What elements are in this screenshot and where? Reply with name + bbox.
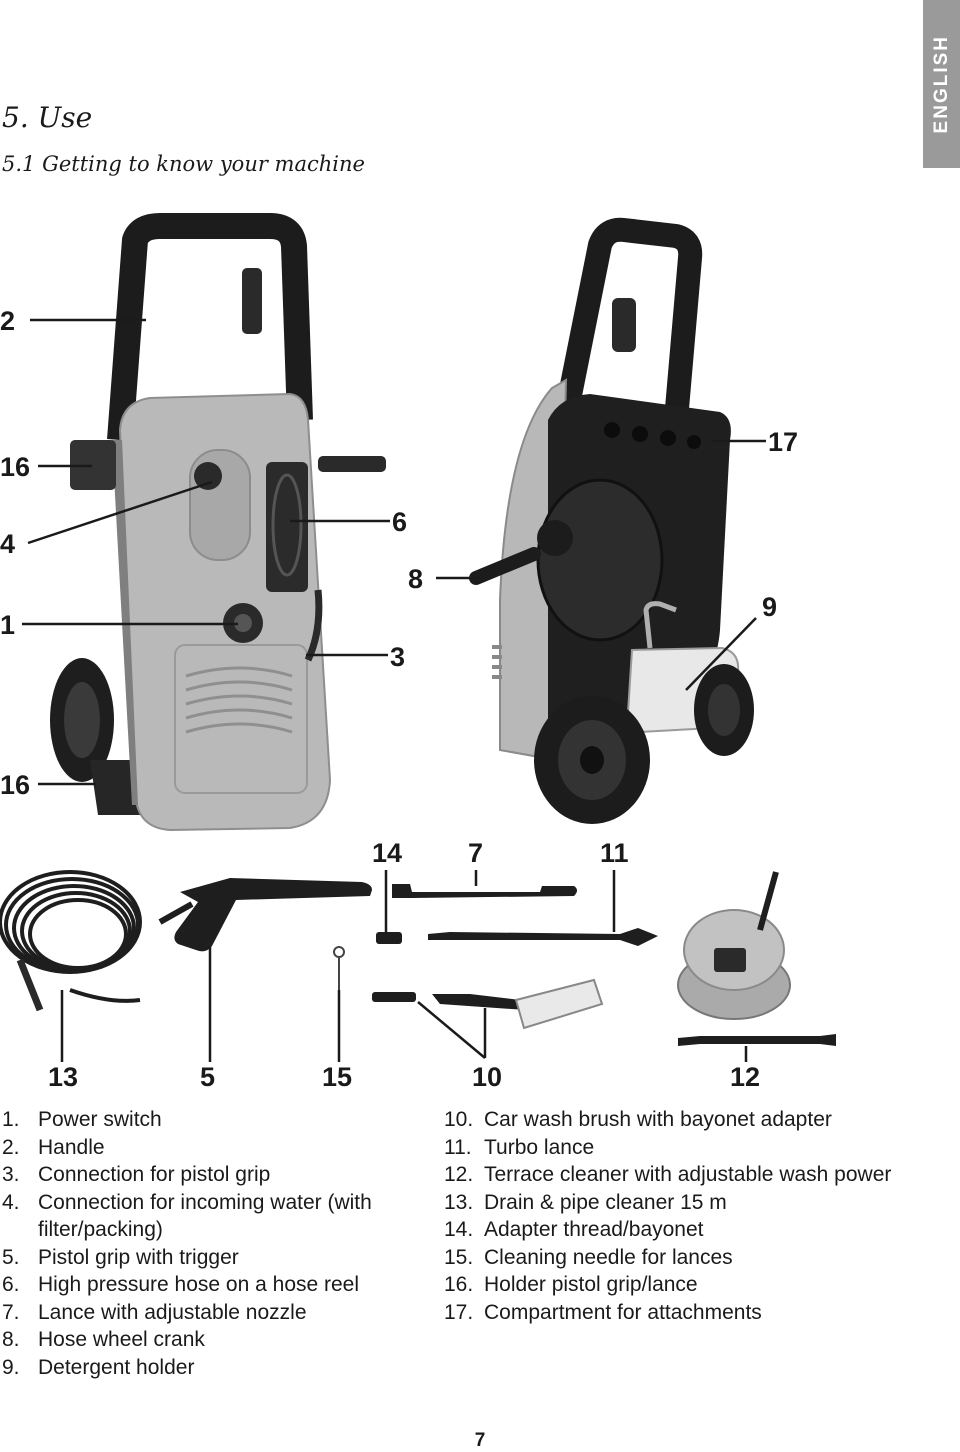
callout-7: 7 (468, 838, 483, 868)
legend-item: 1. Power switch (2, 1106, 412, 1134)
legend-number: 4. (2, 1190, 20, 1214)
legend-number: 13. (444, 1190, 474, 1214)
legend-number: 9. (2, 1355, 20, 1379)
legend-number: 15. (444, 1245, 474, 1269)
page-number: 7 (474, 1430, 486, 1451)
legend-item: 5. Pistol grip with trigger (2, 1244, 412, 1272)
legend-number: 12. (444, 1163, 474, 1186)
callout-11: 11 (600, 838, 629, 868)
legend-text: Lance with adjustable nozzle (38, 1300, 307, 1324)
language-tab: ENGLISH (923, 0, 960, 168)
legend-text: Hose wheel crank (38, 1328, 205, 1351)
callout-3: 3 (390, 642, 405, 672)
legend-text: Detergent holder (38, 1355, 195, 1379)
section-title: 5. Use (2, 101, 93, 134)
callout-9: 9 (762, 592, 777, 622)
legend-number: 2. (2, 1135, 20, 1159)
legend-text: Terrace cleaner with adjustable wash pow… (484, 1163, 892, 1186)
legend-text: Pistol grip with trigger (38, 1245, 239, 1269)
legend-text: Drain & pipe cleaner 15 m (484, 1190, 727, 1214)
legend-item: 9. Detergent holder (2, 1354, 412, 1382)
legend-text: Connection for pistol grip (38, 1163, 271, 1186)
callout-10: 10 (472, 1062, 502, 1092)
parts-legend-right: 10. Car wash brush with bayonet adapter 1… (444, 1106, 914, 1326)
callout-15: 15 (322, 1062, 352, 1092)
legend-number: 8. (2, 1328, 20, 1351)
callout-16-top: 16 (0, 452, 30, 482)
legend-text: Cleaning needle for lances (484, 1245, 733, 1269)
legend-number: 10. (444, 1108, 474, 1131)
legend-number: 5. (2, 1245, 20, 1269)
front-machine-illustration (50, 213, 386, 832)
legend-item: 10. Car wash brush with bayonet adapter (444, 1106, 914, 1134)
legend-number: 6. (2, 1273, 20, 1296)
legend-item: 3. Connection for pistol grip (2, 1161, 412, 1189)
callout-6: 6 (392, 507, 407, 537)
callout-17: 17 (768, 427, 798, 457)
legend-item: 15. Cleaning needle for lances (444, 1244, 914, 1272)
legend-item: 2. Handle (2, 1134, 412, 1162)
callout-1: 1 (0, 610, 15, 640)
legend-item: 4. Connection for incoming water (with fi… (2, 1189, 412, 1244)
legend-item: 12. Terrace cleaner with adjustable wash … (444, 1161, 914, 1189)
subsection-title: 5.1 Getting to know your machine (2, 152, 365, 176)
legend-item: 17. Compartment for attachments (444, 1299, 914, 1327)
legend-number: 1. (2, 1108, 20, 1131)
callout-8: 8 (408, 564, 423, 594)
callout-13: 13 (48, 1062, 78, 1092)
legend-number: 11. (444, 1135, 472, 1159)
legend-text: High pressure hose on a hose reel (38, 1273, 360, 1296)
legend-text: Turbo lance (484, 1135, 595, 1159)
legend-number: 7. (2, 1300, 20, 1324)
rear-machine-illustration (469, 217, 754, 824)
legend-text: Connection for incoming water (with filt… (38, 1190, 372, 1242)
legend-item: 14. Adapter thread/bayonet (444, 1216, 914, 1244)
callout-16-bottom: 16 (0, 770, 30, 800)
legend-item: 13. Drain & pipe cleaner 15 m (444, 1189, 914, 1217)
legend-text: Handle (38, 1135, 105, 1159)
legend-number: 3. (2, 1163, 20, 1186)
legend-text: Holder pistol grip/lance (484, 1273, 698, 1296)
legend-number: 16. (444, 1273, 474, 1296)
legend-number: 14. (444, 1218, 474, 1241)
callout-12: 12 (730, 1062, 760, 1092)
legend-item: 16. Holder pistol grip/lance (444, 1271, 914, 1299)
callout-14: 14 (372, 838, 402, 868)
machine-diagram: 2 16 4 1 16 6 3 8 17 9 14 7 11 13 5 15 1… (0, 213, 836, 1092)
parts-legend-left: 1. Power switch 2. Handle 3. Connection for… (2, 1106, 412, 1381)
callout-4: 4 (0, 529, 15, 559)
accessories-illustration (0, 870, 836, 1046)
leader-lines (22, 318, 766, 1062)
legend-item: 11. Turbo lance (444, 1134, 914, 1162)
legend-number: 17. (444, 1300, 474, 1324)
callout-5: 5 (200, 1062, 215, 1092)
callout-2: 2 (0, 306, 15, 336)
legend-item: 6. High pressure hose on a hose reel (2, 1271, 412, 1299)
legend-item: 7. Lance with adjustable nozzle (2, 1299, 412, 1327)
legend-text: Adapter thread/bayonet (484, 1218, 704, 1241)
legend-text: Power switch (38, 1108, 162, 1131)
legend-text: Compartment for attachments (484, 1300, 762, 1324)
legend-item: 8. Hose wheel crank (2, 1326, 412, 1354)
legend-text: Car wash brush with bayonet adapter (484, 1108, 832, 1131)
